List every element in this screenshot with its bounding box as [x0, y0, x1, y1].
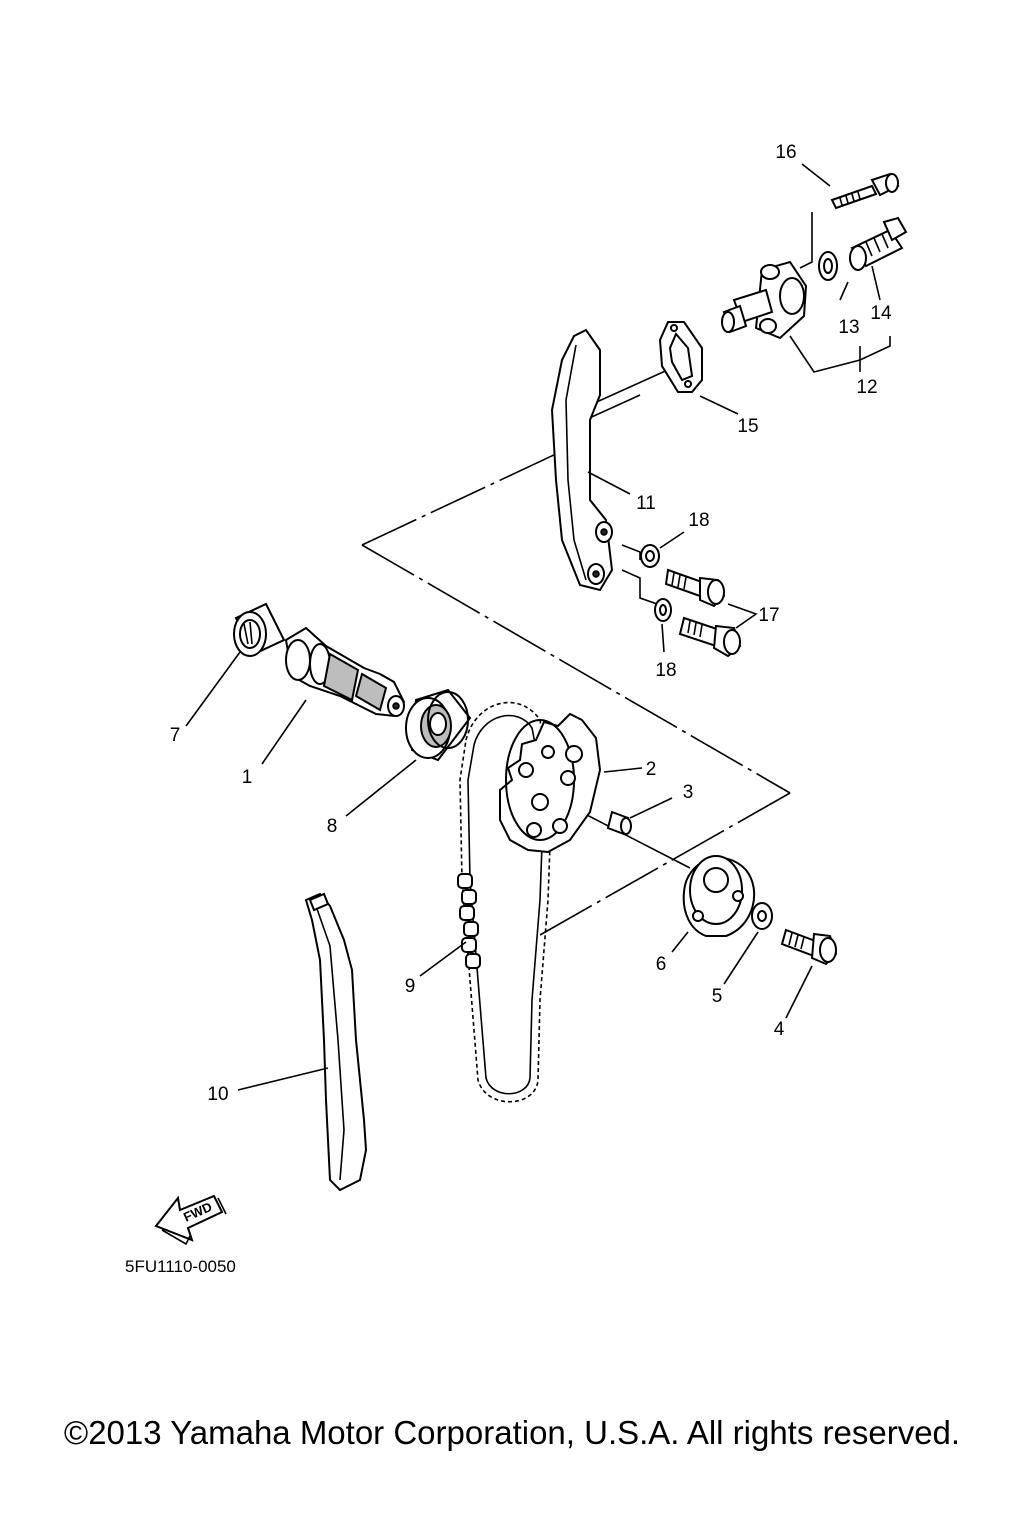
callout-8: 8: [327, 816, 338, 837]
callout-labels: 1 2 3 4 5 6 7 8 9 10 11 12 13 14 15 16 1…: [170, 142, 892, 1105]
callout-1: 1: [242, 767, 253, 788]
drawing-code: 5FU1110-0050: [125, 1257, 236, 1276]
callout-13: 13: [838, 317, 859, 338]
fwd-arrow-icon: FWD: [154, 1194, 227, 1246]
callout-18-upper: 18: [688, 510, 709, 531]
callout-9: 9: [405, 976, 416, 997]
callout-5: 5: [712, 986, 723, 1007]
part-7-bearing: [233, 602, 286, 657]
part-16-bolt: [830, 172, 900, 210]
part-14-plug: [849, 216, 908, 271]
part-18-washer-lower: [654, 598, 672, 622]
part-11-tensioner-guide: [550, 328, 614, 592]
callout-4: 4: [774, 1019, 785, 1040]
callout-11: 11: [636, 493, 656, 514]
callout-15: 15: [737, 416, 758, 437]
callout-16: 16: [775, 142, 796, 163]
callout-14: 14: [870, 303, 892, 324]
callout-17: 17: [758, 605, 779, 626]
leader-lines: [185, 163, 891, 1091]
callout-18-lower: 18: [655, 660, 676, 681]
part-5-washer: [751, 902, 773, 930]
part-10-chain-guide: [304, 892, 368, 1192]
callout-6: 6: [656, 954, 667, 975]
callout-12: 12: [856, 377, 877, 398]
copyright-footer: ©2013 Yamaha Motor Corporation, U.S.A. A…: [63, 1414, 961, 1451]
callout-7: 7: [170, 725, 181, 746]
part-17-bolt-upper: [664, 568, 726, 608]
part-12-tensioner: [721, 260, 808, 340]
part-3-pin: [606, 810, 632, 836]
part-6-plate: [682, 855, 756, 937]
part-13-gasket: [818, 251, 838, 281]
callout-10: 10: [207, 1084, 228, 1105]
part-18-washer-upper: [640, 544, 660, 568]
part-1-camshaft: [284, 626, 406, 718]
part-15-gasket-plate: [658, 321, 703, 393]
callout-3: 3: [683, 782, 694, 803]
part-8-bearing: [405, 688, 472, 762]
part-2-cam-sprocket: [499, 712, 602, 854]
part-17-bolt-lower: [678, 616, 742, 658]
callout-2: 2: [646, 759, 657, 780]
part-4-bolt: [780, 928, 838, 966]
